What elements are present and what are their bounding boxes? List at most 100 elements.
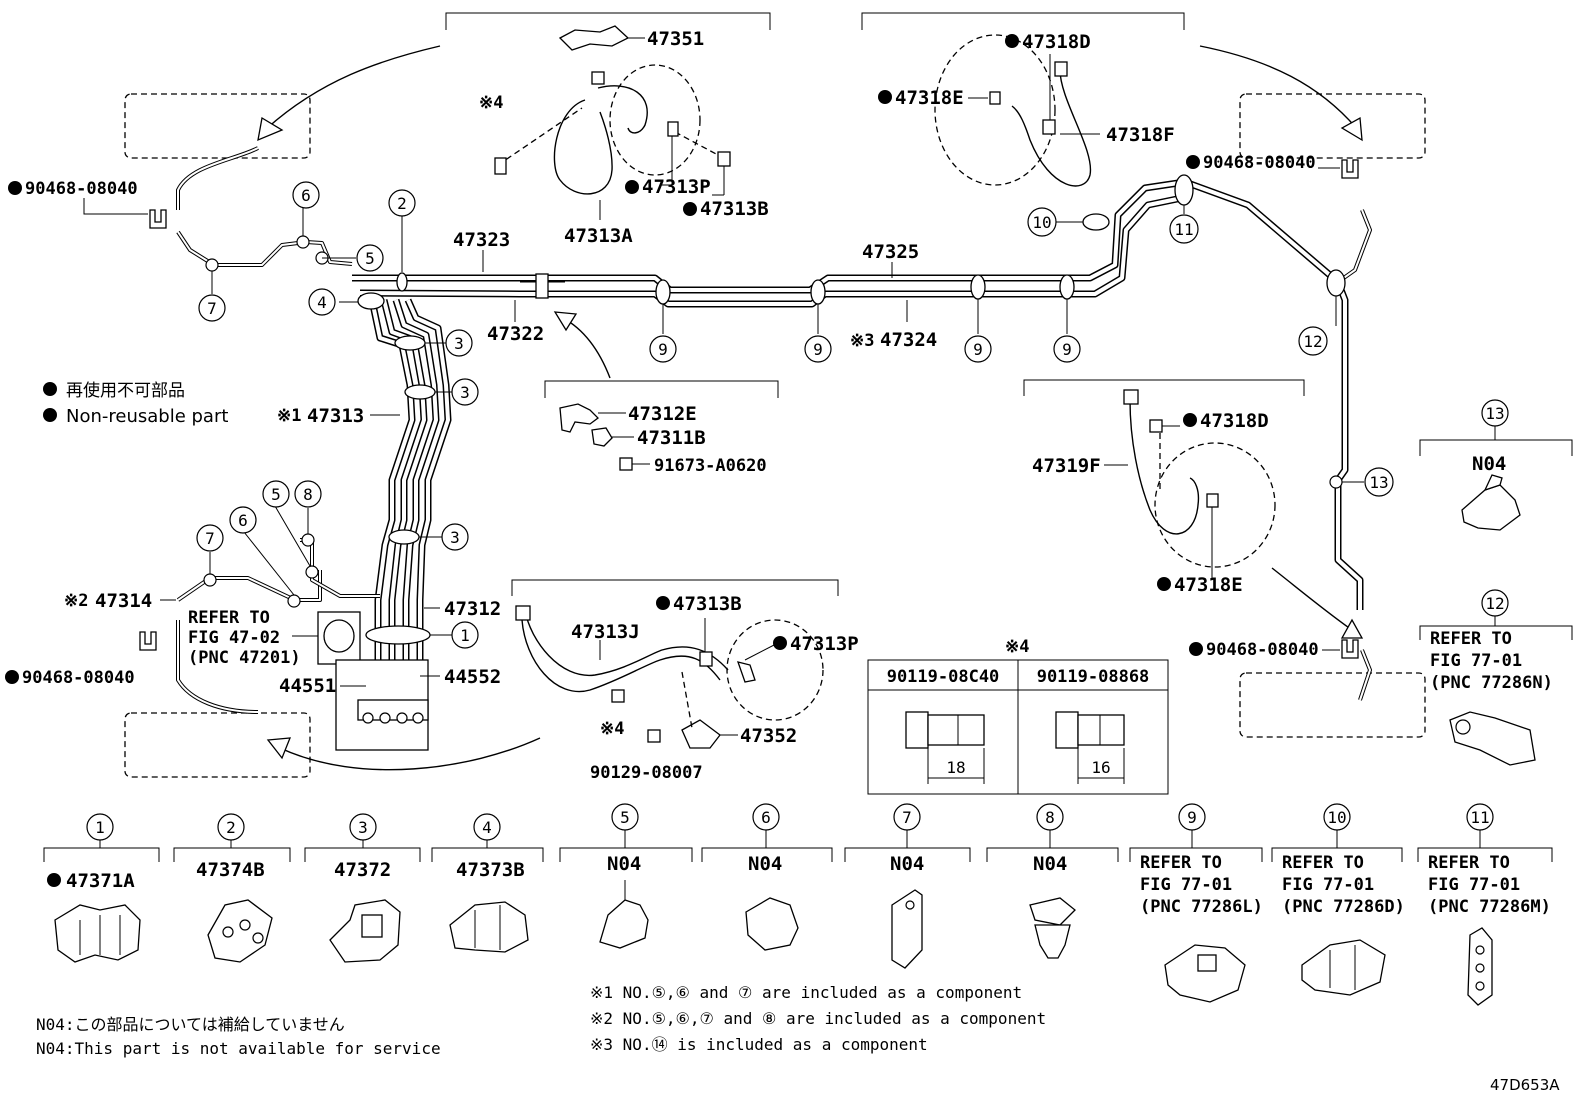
bottom-part-3: 3 47372 [304, 813, 421, 963]
label-90468-tr: 90468-08040 [1203, 153, 1316, 173]
label-47313J: 47313J [571, 621, 640, 643]
legend-en: Non-reusable part [66, 406, 228, 427]
svg-text:11: 11 [1470, 808, 1489, 827]
clip-12: 12 REFER TO FIG 77-01 (PNC 77286N) [1419, 589, 1573, 766]
svg-text:4: 4 [482, 818, 492, 837]
svg-text:N04: N04 [607, 853, 641, 875]
label-47352: 47352 [740, 725, 797, 747]
bottom-part-6: 6 N04 [701, 803, 833, 951]
callout-2: 2 [388, 189, 416, 217]
svg-text:9: 9 [1187, 808, 1197, 827]
svg-text:(PNC 77286M): (PNC 77286M) [1428, 897, 1551, 917]
bottom-part-10: 10 REFER TO FIG 77-01 (PNC 77286D) [1271, 803, 1405, 996]
svg-text:6: 6 [238, 511, 248, 530]
label-47323: 47323 [453, 229, 510, 251]
label-47351: 47351 [647, 28, 704, 50]
callout-9-d: 9 [1053, 335, 1081, 363]
group-47313J: 47313B 47313J 47313P ※4 47352 90129-0800… [511, 579, 859, 783]
svg-text:47374B: 47374B [196, 859, 265, 881]
label-47313: 47313 [307, 405, 364, 427]
svg-text:FIG 77-01: FIG 77-01 [1428, 875, 1520, 895]
mark-4-top: ※4 [479, 93, 503, 113]
bottom-part-2: 2 47374B [173, 813, 291, 963]
svg-text:REFER TO: REFER TO [1282, 853, 1364, 873]
bottom-part-7: 7 N04 [844, 803, 971, 969]
svg-text:6: 6 [301, 186, 311, 205]
label-47324: 47324 [880, 329, 937, 351]
svg-text:12: 12 [1485, 594, 1504, 613]
line-labels: 47323 47325 47322 ※3 47324 ※1 47313 ※2 4… [64, 229, 937, 697]
svg-text:N04: N04 [1033, 853, 1067, 875]
svg-text:47371A: 47371A [66, 870, 135, 892]
legend-jp: 再使用不可部品 [66, 380, 185, 401]
callout-13: 13 [1364, 467, 1394, 497]
svg-text:5: 5 [271, 485, 281, 504]
note-3: ※3 NO.⑭ is included as a component [590, 1035, 928, 1054]
label-47313A: 47313A [564, 225, 633, 247]
label-90468-tl: 90468-08040 [25, 179, 138, 199]
svg-text:10: 10 [1327, 808, 1346, 827]
callout-5-b: 5 [262, 480, 290, 508]
note-n04-en: N04:This part is not available for servi… [36, 1039, 441, 1058]
callout-11: 11 [1169, 214, 1199, 244]
callout-3-a: 3 [445, 329, 473, 357]
label-47325: 47325 [862, 241, 919, 263]
svg-text:FIG 47-02: FIG 47-02 [188, 628, 280, 648]
svg-text:FIG 77-01: FIG 77-01 [1282, 875, 1374, 895]
svg-text:1: 1 [95, 818, 105, 837]
svg-text:9: 9 [658, 340, 668, 359]
label-47313P-mid: 47313P [790, 633, 859, 655]
line-clamps [203, 174, 1346, 645]
transition-arrows [257, 45, 1364, 771]
svg-text:5: 5 [365, 249, 375, 268]
svg-text:FIG 77-01: FIG 77-01 [1140, 875, 1232, 895]
group-47313A: 47351 ※4 47313P 47313B 47313A [445, 12, 771, 247]
legend: 再使用不可部品 Non-reusable part [43, 380, 228, 427]
svg-text:13: 13 [1485, 404, 1504, 423]
bottom-part-11: 11 REFER TO FIG 77-01 (PNC 77286M) [1417, 803, 1553, 1006]
footer-notes: N04:この部品については補給していません N04:This part is n… [36, 983, 1560, 1094]
svg-text:8: 8 [1045, 808, 1055, 827]
label-44552: 44552 [444, 666, 501, 688]
svg-text:16: 16 [1091, 758, 1110, 777]
callout-4: 4 [308, 288, 336, 316]
svg-text:3: 3 [450, 528, 460, 547]
label-47319F: 47319F [1032, 455, 1101, 477]
group-47318F: 47318D 47318E 47318F [861, 12, 1185, 187]
svg-text:5: 5 [620, 808, 630, 827]
label-47313B-top: 47313B [700, 198, 769, 220]
svg-text:N04: N04 [1472, 453, 1506, 475]
callout-5-a: 5 [356, 244, 384, 272]
svg-text:1: 1 [460, 626, 470, 645]
callout-9-a: 9 [649, 335, 677, 363]
svg-text:3: 3 [358, 818, 368, 837]
svg-text:6: 6 [761, 808, 771, 827]
label-47318E-top: 47318E [895, 87, 964, 109]
svg-text:N04: N04 [890, 853, 924, 875]
callout-7-b: 7 [196, 524, 224, 552]
svg-text:9: 9 [1062, 340, 1072, 359]
svg-text:18: 18 [946, 758, 965, 777]
svg-text:9: 9 [973, 340, 983, 359]
label-47318E-mid: 47318E [1174, 574, 1243, 596]
label-47311B: 47311B [637, 427, 706, 449]
svg-text:REFER TO: REFER TO [1430, 629, 1512, 649]
group-47319F: 47318D 47319F 47318E [1023, 379, 1305, 596]
svg-text:13: 13 [1369, 473, 1388, 492]
label-47318D-mid: 47318D [1200, 410, 1269, 432]
label-47314: 47314 [95, 590, 152, 612]
group-47312E: 47312E 47311B 91673-A0620 [544, 380, 779, 476]
callout-8: 8 [294, 480, 322, 508]
label-90468-mr: 90468-08040 [1206, 640, 1319, 660]
callout-6-a: 6 [292, 181, 320, 209]
callout-6-b: 6 [229, 506, 257, 534]
svg-text:N04: N04 [748, 853, 782, 875]
note-n04-jp: N04:この部品については補給していません [36, 1015, 345, 1034]
label-47313P-top: 47313P [642, 176, 711, 198]
bolt-table: ※4 90119-08C40 90119-08868 18 16 [867, 637, 1169, 795]
callout-3-c: 3 [441, 523, 469, 551]
continuation-boxes [124, 93, 1426, 778]
svg-text:(PNC 77286N): (PNC 77286N) [1430, 673, 1553, 693]
mark-1: ※1 [277, 406, 301, 426]
